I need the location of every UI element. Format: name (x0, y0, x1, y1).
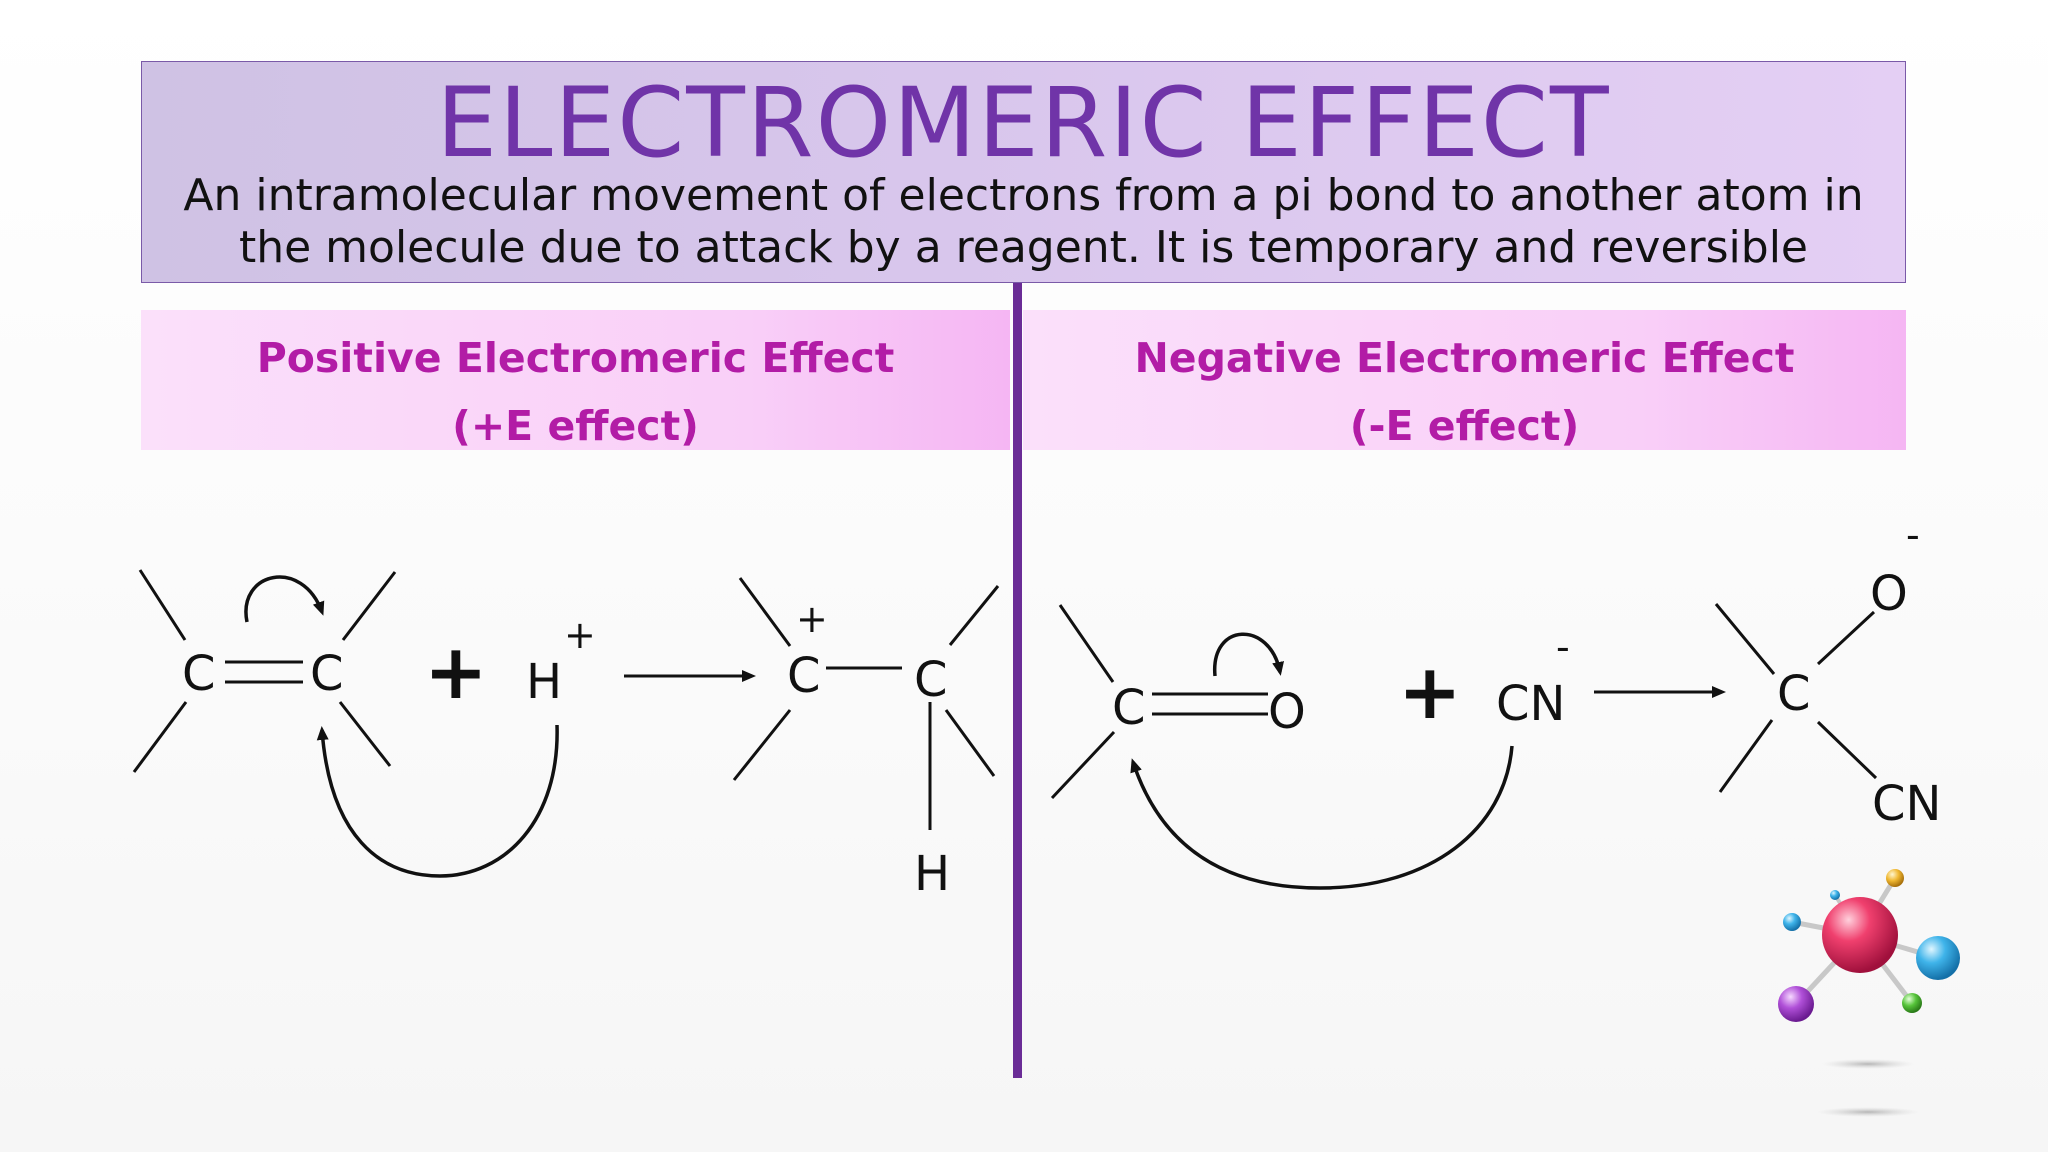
curved-arrow (244, 575, 325, 623)
bond-line (738, 577, 792, 647)
bond-line (1050, 730, 1116, 800)
curved-arrow (316, 724, 559, 878)
reagent-hydrogen: H (526, 654, 562, 710)
charge-minus: - (1906, 513, 1920, 557)
charge-plus: + (564, 613, 596, 657)
bond-line (132, 701, 188, 773)
bond-line (1714, 603, 1776, 675)
molecule-icon (1778, 869, 1960, 1117)
title-banner: ELECTROMERIC EFFECT An intramolecular mo… (141, 61, 1906, 283)
bond-line (138, 569, 187, 641)
bond-line (1816, 610, 1876, 666)
group-cyano: CN (1872, 776, 1941, 832)
negative-effect-title: Negative Electromeric Effect (-E effect) (1023, 324, 1906, 460)
page-title: ELECTROMERIC EFFECT (436, 67, 1611, 179)
reagent-cyanide: CN (1496, 676, 1565, 732)
bond-line (341, 571, 397, 641)
definition-line-1: An intramolecular movement of electrons … (183, 170, 1864, 221)
negative-reaction: C O + CN - C O - CN (1050, 513, 1941, 890)
negative-title-line-1: Negative Electromeric Effect (1134, 334, 1795, 382)
positive-title-line-1: Positive Electromeric Effect (256, 334, 895, 382)
atom-carbon: C (914, 652, 948, 708)
atom-oxygen: O (1870, 566, 1908, 622)
negative-title-line-2: (-E effect) (1349, 402, 1580, 450)
charge-minus: - (1556, 625, 1570, 669)
definition-line-2: the molecule due to attack by a reagent.… (238, 222, 1808, 273)
charge-plus: + (796, 597, 828, 641)
bond-line (1718, 719, 1774, 793)
atom-oxygen: O (1268, 684, 1306, 740)
positive-reaction: C C + H + C + C H (132, 569, 1000, 902)
atom-carbon: C (787, 648, 821, 704)
bond-line (338, 701, 392, 767)
curved-arrow (1213, 632, 1284, 677)
curved-arrow (1130, 745, 1514, 890)
panel-divider (1013, 283, 1022, 1078)
atom-carbon: C (182, 646, 216, 702)
bond-line (944, 709, 996, 777)
plus-sign: + (1398, 647, 1462, 736)
bond-line (1816, 720, 1878, 780)
positive-title-line-2: (+E effect) (452, 402, 699, 450)
bond-line (948, 585, 1000, 646)
bond-line (1058, 604, 1115, 683)
plus-sign: + (424, 627, 488, 716)
atom-carbon: C (310, 646, 344, 702)
atom-carbon: C (1112, 680, 1146, 736)
atom-hydrogen: H (914, 846, 950, 902)
negative-effect-header: Negative Electromeric Effect (-E effect) (1023, 310, 1906, 450)
positive-effect-header: Positive Electromeric Effect (+E effect) (141, 310, 1010, 450)
atom-carbon: C (1777, 666, 1811, 722)
positive-effect-title: Positive Electromeric Effect (+E effect) (141, 324, 1010, 460)
bond-line (732, 709, 792, 781)
definition-text: An intramolecular movement of electrons … (162, 170, 1885, 274)
